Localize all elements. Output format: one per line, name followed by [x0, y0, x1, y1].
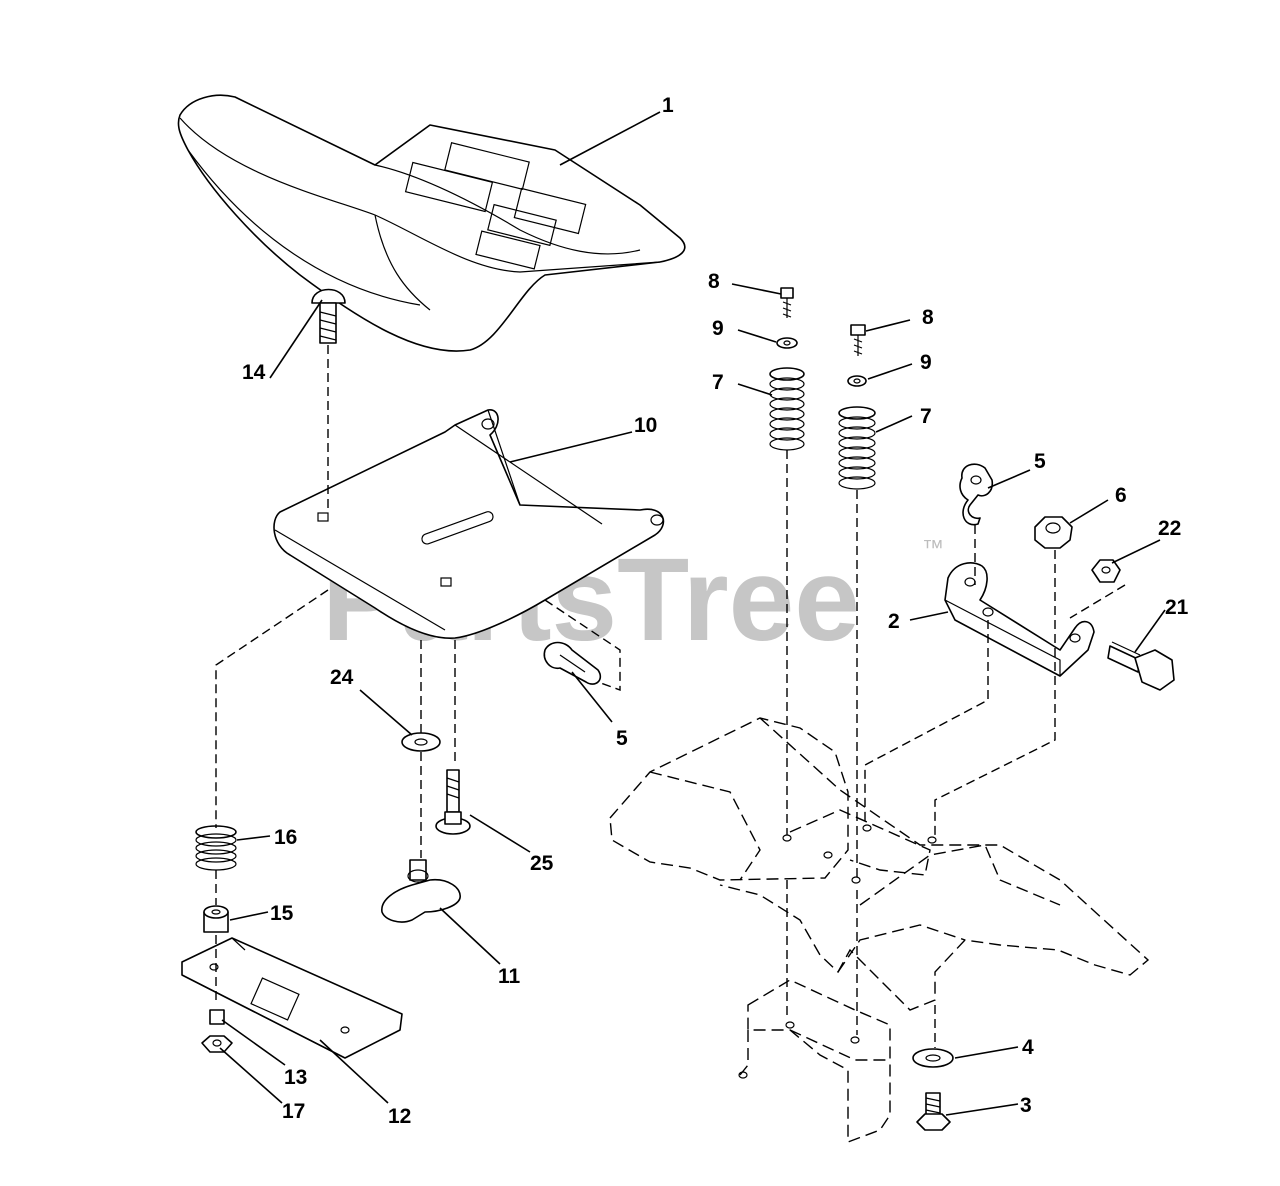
- part-nut-13: [209, 1009, 225, 1025]
- part-stack-left: [769, 287, 805, 451]
- callout-9-left: 9: [712, 317, 724, 340]
- callout-5-left: 5: [616, 727, 628, 750]
- leader-lines: [219, 111, 1166, 1116]
- callout-21: 21: [1165, 596, 1189, 619]
- callout-24: 24: [330, 666, 354, 689]
- callout-7-left: 7: [712, 371, 724, 394]
- spring-7-right: [838, 406, 876, 490]
- callout-2: 2: [888, 610, 900, 633]
- callout-3: 3: [1020, 1094, 1032, 1117]
- callout-15: 15: [270, 902, 294, 925]
- part-flat-washer-4: [912, 1048, 954, 1068]
- watermark-trademark: ™: [922, 535, 944, 560]
- part-j-clip-left: [543, 641, 602, 685]
- part-seat: [177, 94, 686, 352]
- part-shoulder-bolt: [435, 769, 471, 835]
- part-lock-nut-22: [1091, 559, 1121, 583]
- part-hex-nut-6: [1034, 516, 1073, 549]
- callout-16: 16: [274, 826, 297, 849]
- spring-7-left: [769, 367, 805, 451]
- tractor-frame: [609, 717, 1150, 1144]
- part-spring-16: [195, 825, 237, 871]
- part-pivot-bracket: [944, 562, 1095, 677]
- part-bushing: [203, 905, 229, 933]
- part-seat-pan: [273, 409, 665, 639]
- part-nut-17: [201, 1035, 233, 1053]
- callout-4: 4: [1022, 1036, 1034, 1059]
- part-knob: [381, 859, 461, 923]
- part-j-clip-right: [959, 463, 994, 526]
- callout-1: 1: [662, 94, 674, 117]
- callout-7-right: 7: [920, 405, 932, 428]
- callout-5-right: 5: [1034, 450, 1046, 473]
- part-stack-right: [838, 324, 876, 490]
- part-bracket-plate: [181, 937, 403, 1059]
- part-hex-bolt-3: [916, 1092, 951, 1131]
- callout-8-right: 8: [922, 306, 934, 329]
- callout-8-left: 8: [708, 270, 720, 293]
- callout-9-right: 9: [920, 351, 932, 374]
- part-shoulder-bolt-21: [1107, 641, 1175, 691]
- callout-22: 22: [1158, 517, 1181, 540]
- part-carriage-bolt: [311, 288, 346, 344]
- callout-6: 6: [1115, 484, 1127, 507]
- callout-labels: 1 2 3 4 5 5 6 7 7 8 8 9 9 10 11 12 13 14…: [242, 94, 1189, 1128]
- callout-14: 14: [242, 361, 266, 384]
- callout-12: 12: [388, 1105, 411, 1128]
- part-washer-24: [401, 732, 441, 752]
- callout-25: 25: [530, 852, 554, 875]
- callout-11: 11: [498, 965, 521, 988]
- callout-10: 10: [634, 414, 657, 437]
- alignment-lines: [215, 345, 1126, 1048]
- callout-17: 17: [282, 1100, 305, 1123]
- callout-13: 13: [284, 1066, 307, 1089]
